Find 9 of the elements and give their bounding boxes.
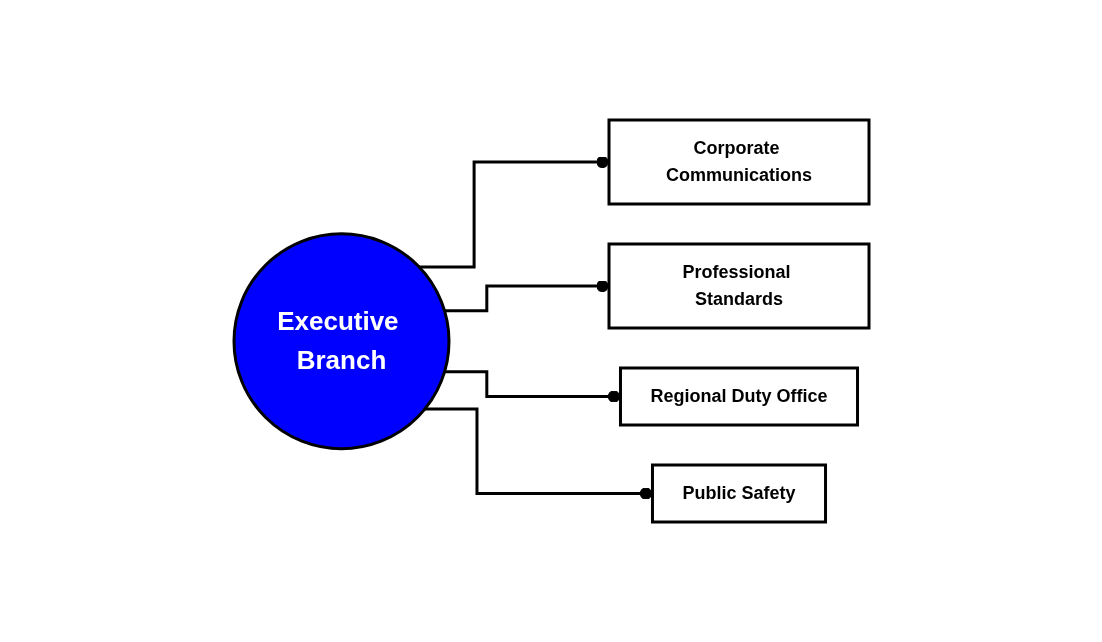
node-box: Regional Duty Office: [618, 366, 859, 427]
connector: [424, 407, 652, 500]
node-box: Corporate Communications: [607, 118, 870, 206]
node-box: Professional Standards: [607, 242, 870, 330]
node-circle: Executive Branch: [232, 232, 450, 451]
connector: [444, 279, 609, 313]
connector: [444, 370, 620, 403]
node-box: Public Safety: [650, 463, 827, 524]
connector: [418, 155, 609, 269]
